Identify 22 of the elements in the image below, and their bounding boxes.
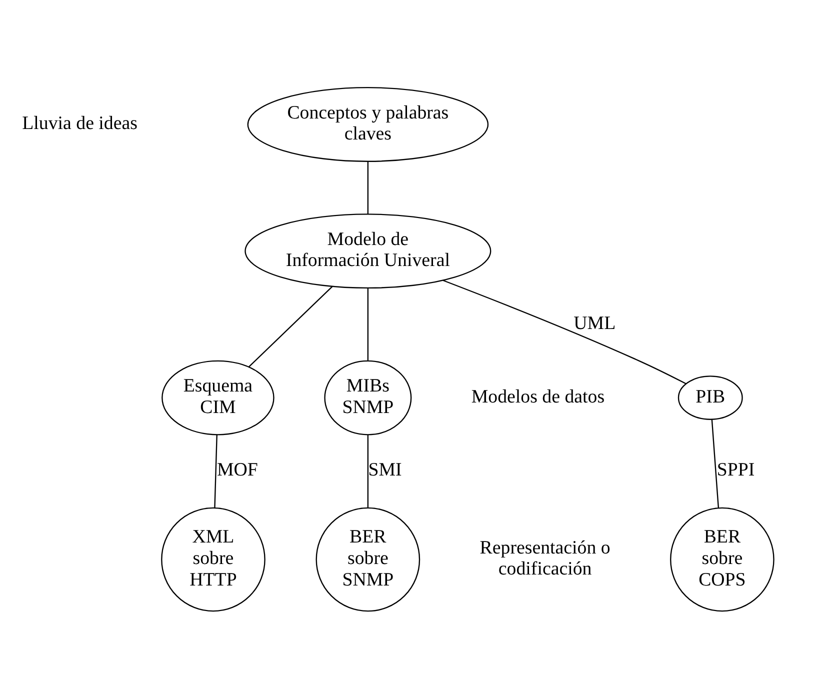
connector — [367, 287, 369, 360]
edge-label: SMI — [368, 459, 402, 480]
node-circle: BER sobre SNMP — [316, 506, 420, 612]
connector — [367, 160, 369, 214]
edge-label: UML — [574, 312, 616, 334]
label: Representación o codificación — [480, 536, 610, 580]
node-ellipse: PIB — [678, 375, 743, 420]
connector — [367, 434, 369, 508]
node-ellipse: Conceptos y palabras claves — [247, 86, 489, 162]
edge-label: MOF — [216, 459, 258, 480]
connector — [214, 434, 218, 508]
connector — [442, 279, 686, 384]
node-ellipse: Modelo de Información Univeral — [244, 213, 492, 288]
label: Lluvia de ideas — [22, 112, 138, 134]
label: Modelos de datos — [471, 386, 605, 407]
node-circle: BER sobre COPS — [670, 506, 774, 612]
connector — [711, 418, 720, 508]
node-ellipse: Esquema CIM — [162, 360, 274, 435]
edge-label: SPPI — [716, 459, 755, 480]
node-ellipse: MIBs SNMP — [324, 360, 412, 435]
connector — [248, 286, 333, 367]
node-circle: XML sobre HTTP — [161, 506, 266, 612]
